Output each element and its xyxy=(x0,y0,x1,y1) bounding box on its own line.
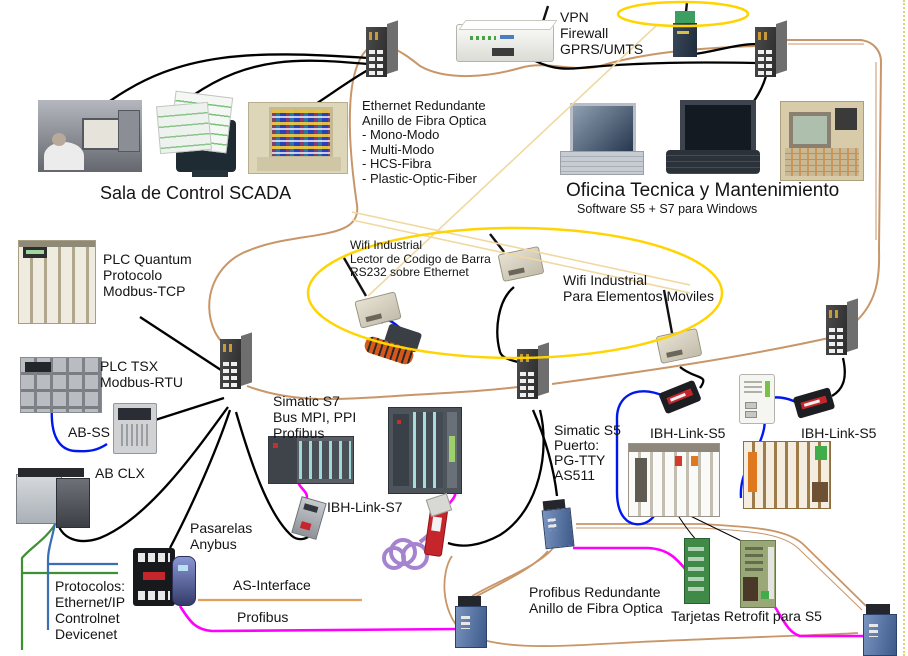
operator-silhouette xyxy=(44,142,84,170)
wifi-ap-right xyxy=(655,327,703,365)
ethernet-switch-2 xyxy=(755,20,789,80)
page-edge-dotted-line xyxy=(903,0,905,656)
vintage-programmer-pc xyxy=(780,101,864,181)
wireless-access-point-top xyxy=(673,11,699,57)
wifi-ap-center xyxy=(497,245,545,283)
as-interface-label: AS-Interface xyxy=(233,577,311,593)
ibh-link-s5-adapter-b xyxy=(792,387,836,419)
sala-title: Sala de Control SCADA xyxy=(100,183,292,203)
ibh-link-s5-label-b: IBH-Link-S5 xyxy=(801,425,877,441)
anybus-gateway-black xyxy=(133,548,175,606)
ethernet-switch-4 xyxy=(826,298,860,358)
simatic-s7-400-rack xyxy=(388,407,462,494)
operator-workstation-photo xyxy=(38,100,142,172)
ozd-fiber-converter-2 xyxy=(455,596,487,648)
barcode-scanner xyxy=(360,323,428,376)
rugged-laptop xyxy=(666,100,760,174)
ab-clx-plc xyxy=(16,468,90,528)
vpn-firewall-router xyxy=(456,16,558,62)
mpi-connector xyxy=(425,493,453,517)
ibh-link-s7-label: IBH-Link-S7 xyxy=(327,499,403,515)
vpn-led-row xyxy=(470,36,496,40)
silver-laptop xyxy=(560,103,644,175)
retrofit-card-2 xyxy=(740,540,776,608)
tarjetas-retrofit-label: Tarjetas Retrofit para S5 xyxy=(671,608,822,624)
anybus-gateway-blue xyxy=(172,556,196,606)
plc-quantum-rack xyxy=(18,240,96,324)
ozd-fiber-converter-3 xyxy=(863,604,897,656)
ibh-link-s7-adapter xyxy=(291,496,327,540)
ibh-link-s5-label-a: IBH-Link-S5 xyxy=(650,425,726,441)
crt-panel-photo xyxy=(248,102,348,174)
plc-tsx-rack xyxy=(20,357,102,413)
ab-ss-label: AB-SS xyxy=(68,424,111,440)
simatic-s5-rack xyxy=(628,443,720,517)
scada-monitor-photo xyxy=(146,90,242,178)
retrofit-card-1 xyxy=(684,538,710,604)
ibh-link-s5-adapter-a xyxy=(658,379,702,415)
oficina-title: Oficina Tecnica y Mantenimiento xyxy=(566,180,840,201)
s5-expansion-rack xyxy=(743,441,831,509)
serial-gateway-module xyxy=(113,403,157,454)
ozd-fiber-converter-1 xyxy=(541,499,575,550)
ethernet-switch-1 xyxy=(366,20,400,80)
ab-clx-label: AB CLX xyxy=(95,465,145,481)
oficina-subtitle: Software S5 + S7 para Windows xyxy=(577,202,758,216)
simatic-s7-300-rack xyxy=(268,436,354,484)
ethernet-switch-left xyxy=(220,332,254,392)
profibus-label: Profibus xyxy=(237,609,289,625)
serial-converter-white xyxy=(739,374,775,424)
ethernet-switch-3 xyxy=(517,342,551,402)
